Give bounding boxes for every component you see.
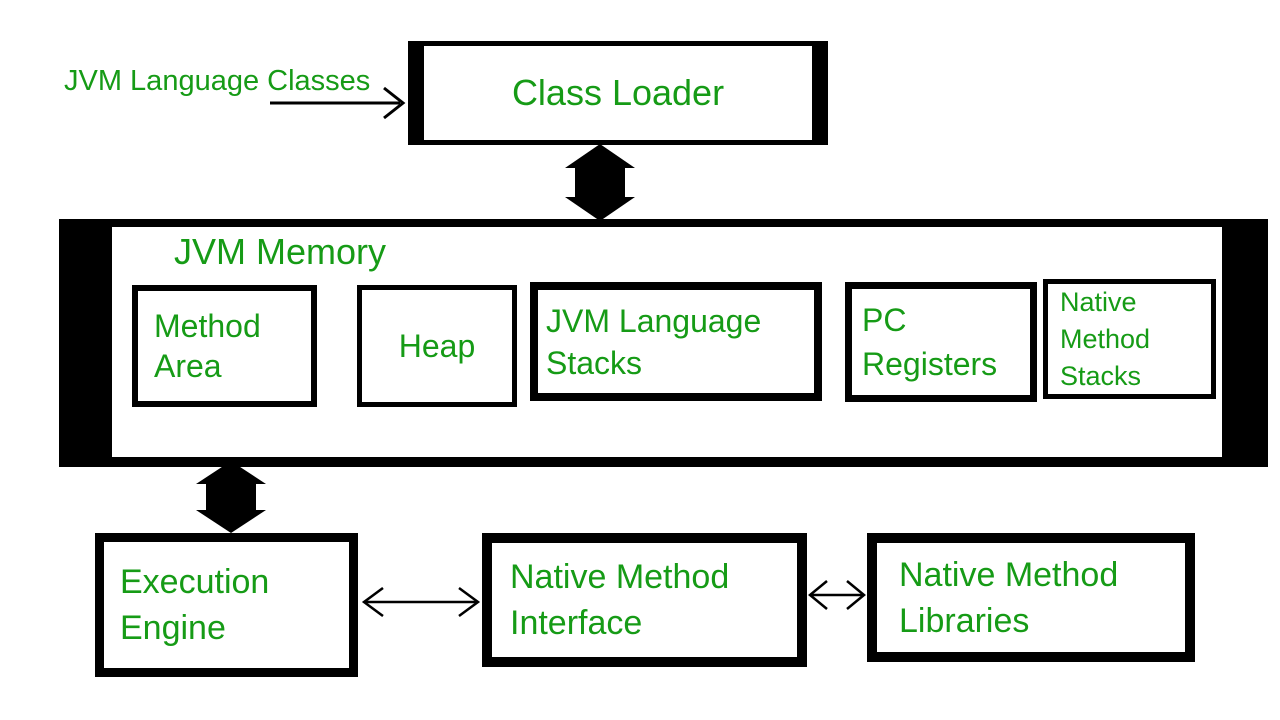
jvm-language-classes-line2: Classes	[267, 65, 371, 97]
native-method-stacks-line2: Method	[1060, 323, 1151, 354]
native-method-interface-box: Native Method Interface	[482, 533, 807, 667]
heap-label: Heap	[398, 327, 476, 364]
jvm-language-stacks-line2: Stacks	[546, 344, 643, 381]
class-loader-label: Class Loader	[424, 46, 812, 140]
native-method-libraries-box: Native Method Libraries	[867, 533, 1195, 662]
pc-registers-box: PC Registers	[845, 282, 1037, 402]
method-area-box: Method Area	[132, 285, 317, 407]
execution-engine-line2: Engine	[120, 609, 226, 647]
arrow-jvmmemory-executionengine-icon	[196, 461, 266, 533]
arrow-nmi-nml-icon	[808, 580, 866, 610]
method-area-line1: Method	[154, 308, 261, 344]
arrow-classloader-jvmmemory-icon	[565, 144, 635, 221]
execution-engine-line1: Execution	[120, 563, 270, 601]
class-loader-box: Class Loader	[408, 41, 828, 145]
jvm-memory-label: JVM Memory	[174, 231, 387, 272]
pc-registers-line1: PC	[862, 302, 907, 338]
method-area-line2: Area	[154, 348, 222, 384]
native-method-stacks-box: Native Method Stacks	[1043, 279, 1216, 399]
native-method-interface-line2: Interface	[510, 604, 643, 642]
arrow-executionengine-nmi-icon	[361, 586, 481, 618]
native-method-stacks-line3: Stacks	[1060, 360, 1142, 391]
native-method-libraries-line1: Native Method	[899, 555, 1119, 594]
execution-engine-box: Execution Engine	[95, 533, 358, 677]
heap-box: Heap	[357, 285, 517, 407]
native-method-libraries-line2: Libraries	[899, 601, 1030, 640]
native-method-stacks-line1: Native	[1060, 286, 1137, 317]
jvm-language-classes-line1: JVM Language	[64, 65, 260, 97]
jvm-language-stacks-box: JVM Language Stacks	[530, 282, 822, 401]
pc-registers-line2: Registers	[862, 346, 998, 382]
native-method-interface-line1: Native Method	[510, 558, 730, 596]
jvm-language-stacks-line1: JVM Language	[546, 302, 762, 339]
jvm-language-classes-label: JVM Language Classes	[64, 64, 370, 98]
